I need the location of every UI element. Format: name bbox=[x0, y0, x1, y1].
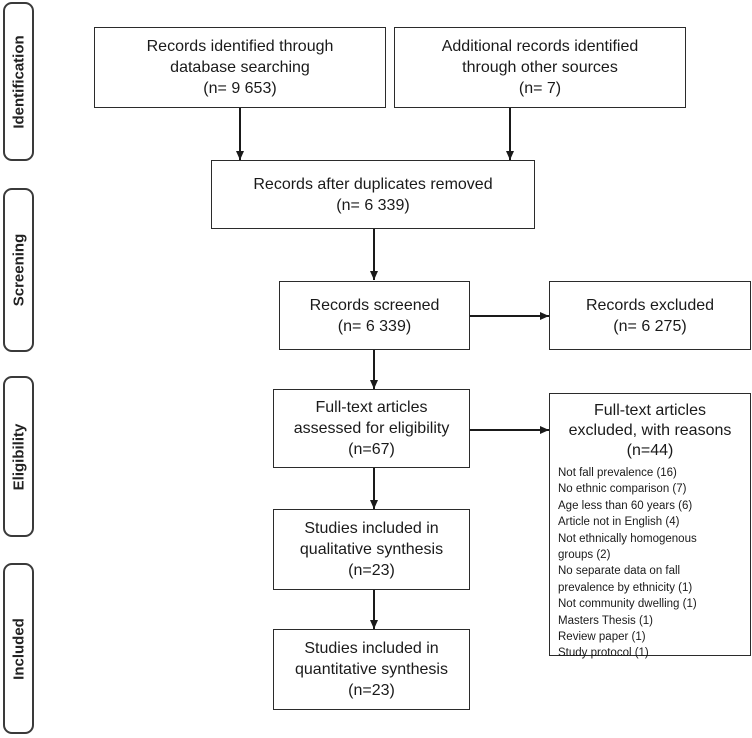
exclusion-reason: groups (2) bbox=[558, 549, 611, 562]
other-sources-line2: through other sources bbox=[462, 59, 618, 76]
quantitative-synthesis-count: (n=23) bbox=[348, 682, 395, 699]
database-records-box: Records identified through database sear… bbox=[94, 27, 386, 108]
records-excluded-count: (n= 6 275) bbox=[613, 317, 687, 335]
qualitative-synthesis-line2: qualitative synthesis bbox=[299, 541, 444, 558]
stage-screening: Screening bbox=[3, 188, 34, 352]
database-records-line2: database searching bbox=[170, 59, 310, 76]
duplicates-removed-line1: Records after duplicates removed bbox=[253, 175, 493, 193]
quantitative-synthesis-line2: quantitative synthesis bbox=[295, 661, 448, 678]
stage-eligibility: Eligibility bbox=[3, 376, 34, 537]
fulltext-excluded-box: Full-text articles excluded, with reason… bbox=[549, 393, 751, 659]
exclusion-reason: Masters Thesis (1) bbox=[558, 614, 654, 627]
database-records-line1: Records identified through bbox=[146, 38, 334, 55]
exclusion-reason: Review paper (1) bbox=[558, 631, 646, 644]
fulltext-assessed-line1: Full-text articles bbox=[315, 399, 428, 416]
fulltext-assessed-line2: assessed for eligibility bbox=[293, 420, 450, 437]
records-excluded-box: Records excluded (n= 6 275) bbox=[549, 281, 751, 350]
exclusion-reasons-list: Not fall prevalence (16) No ethnic compa… bbox=[558, 465, 750, 662]
duplicates-removed-box: Records after duplicates removed (n= 6 3… bbox=[211, 160, 535, 229]
database-records-count: (n= 9 653) bbox=[203, 80, 277, 97]
exclusion-reason: Age less than 60 years (6) bbox=[558, 499, 693, 512]
records-screened-count: (n= 6 339) bbox=[337, 317, 412, 335]
records-screened-box: Records screened (n= 6 339) bbox=[279, 281, 470, 350]
fulltext-excluded-line1: Full-text articles bbox=[593, 402, 707, 419]
other-sources-count: (n= 7) bbox=[518, 80, 562, 97]
exclusion-reason: No ethnic comparison (7) bbox=[558, 483, 687, 496]
exclusion-reason: Not community dwelling (1) bbox=[558, 598, 697, 611]
exclusion-reason: Not fall prevalence (16) bbox=[558, 467, 677, 479]
fulltext-excluded-line2: excluded, with reasons bbox=[568, 422, 732, 439]
records-screened-line1: Records screened bbox=[309, 296, 440, 314]
exclusion-reason: Article not in English (4) bbox=[558, 516, 680, 529]
quantitative-synthesis-line1: Studies included in bbox=[304, 640, 439, 657]
exclusion-reason: Not ethnically homogenous bbox=[558, 532, 697, 545]
records-excluded-line1: Records excluded bbox=[585, 296, 715, 314]
exclusion-reason: Study protocol (1) bbox=[558, 647, 649, 660]
stage-included: Included bbox=[3, 563, 34, 734]
stage-identification: Identification bbox=[3, 2, 34, 161]
other-sources-box: Additional records identified through ot… bbox=[394, 27, 686, 108]
duplicates-removed-count: (n= 6 339) bbox=[336, 196, 410, 214]
fulltext-assessed-box: Full-text articles assessed for eligibil… bbox=[273, 389, 470, 468]
fulltext-excluded-count: (n=44) bbox=[626, 442, 674, 459]
qualitative-synthesis-count: (n=23) bbox=[348, 562, 395, 579]
exclusion-reason: No separate data on fall bbox=[558, 565, 681, 578]
quantitative-synthesis-box: Studies included in quantitative synthes… bbox=[273, 629, 470, 710]
qualitative-synthesis-line1: Studies included in bbox=[304, 520, 439, 537]
fulltext-assessed-count: (n=67) bbox=[348, 441, 395, 458]
exclusion-reason: prevalence by ethnicity (1) bbox=[558, 581, 693, 594]
qualitative-synthesis-box: Studies included in qualitative synthesi… bbox=[273, 509, 470, 590]
other-sources-line1: Additional records identified bbox=[441, 38, 639, 55]
